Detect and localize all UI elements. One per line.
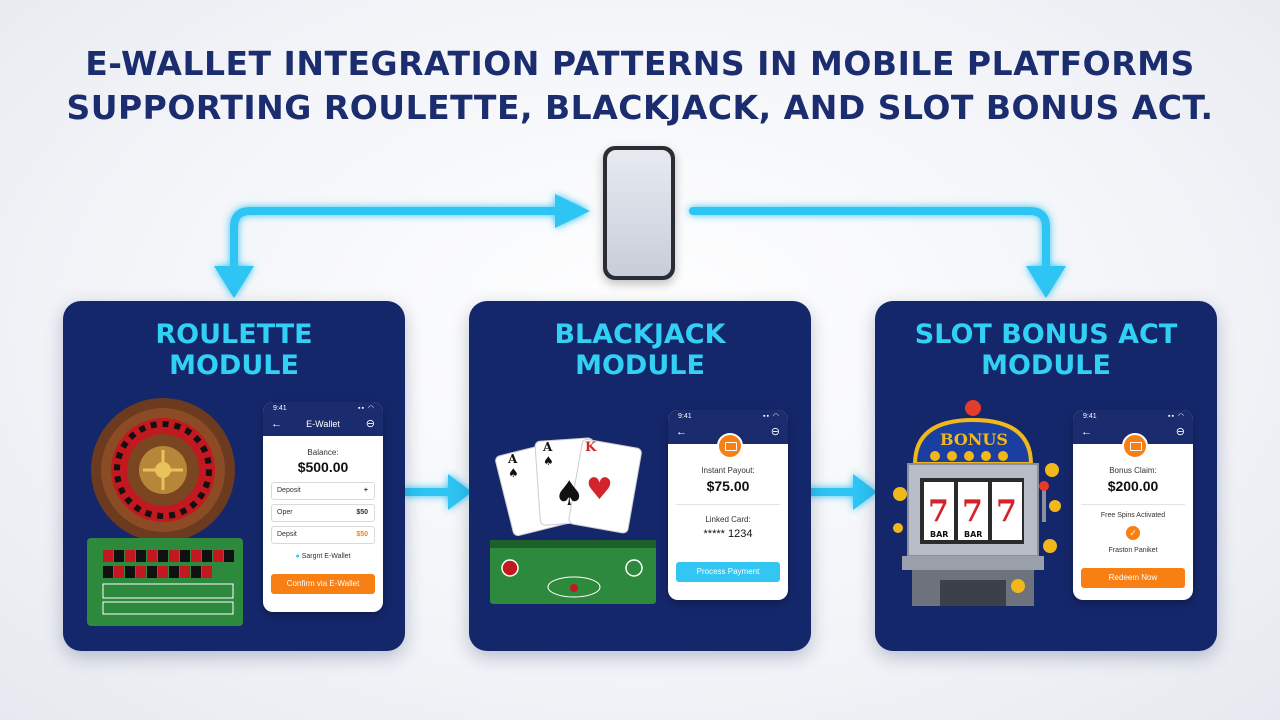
menu-circle-icon[interactable]: ⊖ — [1175, 426, 1185, 438]
linked-card-label: Linked Card: — [705, 515, 751, 524]
roulette-wheel-and-table-icon — [87, 398, 243, 626]
arrowhead-roulette — [214, 266, 254, 298]
roulette-module-title: ROULETTE MODULE — [155, 319, 313, 381]
signal-icon: ▪▪ ◠ — [762, 413, 780, 420]
roulette-ewallet-phone: 9:41 ▪▪ ◠ ← E-Wallet ⊖ Balance: $500.00 … — [263, 402, 383, 612]
spade-icon: ♠ — [543, 454, 554, 468]
page-title-line-2: SUPPORTING ROULETTE, BLACKJACK, AND SLOT… — [66, 88, 1214, 127]
ewallet-row-deposit[interactable]: Deposit+ — [271, 482, 375, 500]
phone-time: 9:41 — [1083, 413, 1097, 420]
instant-payout-label: Instant Payout: — [701, 466, 755, 475]
menu-circle-icon[interactable]: ⊖ — [770, 426, 780, 438]
menu-circle-icon[interactable]: ⊖ — [365, 418, 375, 430]
arrowhead-to-blackjack — [448, 474, 472, 510]
spade-icon-large: ♠ — [554, 474, 585, 514]
smartphone-icon — [603, 146, 675, 280]
blackjack-cards-and-table-icon — [490, 437, 656, 604]
arrow-phone-to-roulette — [230, 207, 579, 284]
shield-icon: ● — [295, 553, 300, 560]
arrow-phone-to-slot — [689, 207, 1050, 284]
phone-header: E-Wallet — [306, 419, 340, 429]
blackjack-payout-phone: 9:41 ▪▪ ◠ ← ⊖ Instant Payout: $75.00 Lin… — [668, 410, 788, 600]
wallet-badge-icon — [1122, 433, 1148, 459]
slot-reel-3: 7 — [996, 494, 1017, 529]
free-spins-status: Free Spins Activated — [1100, 512, 1166, 519]
redeem-now-button[interactable]: Redeem Now — [1081, 568, 1185, 588]
fraston-paniket-text: Fraston Paniket — [1108, 547, 1158, 554]
card-rank-a-1: A — [508, 452, 518, 466]
process-payment-button[interactable]: Process Payment — [676, 562, 780, 582]
secure-ewallet-text: ● Sargnt E-Wallet — [295, 553, 351, 560]
spade-icon: ♠ — [508, 466, 519, 480]
slot-reel-2: 7 — [962, 494, 983, 529]
ewallet-row-depsit[interactable]: Depsit$50 — [271, 526, 375, 544]
card-rank-k: K — [585, 440, 597, 455]
slot-bonus-phone: 9:41 ▪▪ ◠ ← ⊖ Bonus Claim: $200.00 Free … — [1073, 410, 1193, 600]
card-rank-a-2: A — [543, 440, 553, 454]
arrowhead-slot — [1026, 266, 1066, 298]
page-title-line-1: E-WALLET INTEGRATION PATTERNS IN MOBILE … — [85, 44, 1195, 83]
phone-time: 9:41 — [273, 405, 287, 412]
balance-label: Balance: — [307, 448, 339, 457]
blackjack-module-title: BLACKJACK MODULE — [554, 319, 726, 381]
confirm-ewallet-button[interactable]: Confirm via E-Wallet — [271, 574, 375, 594]
bonus-amount: $200.00 — [1107, 478, 1159, 494]
bonus-sign-text: BONUS — [940, 430, 1008, 449]
heart-icon: ♥ — [586, 472, 613, 507]
balance-amount: $500.00 — [297, 459, 349, 475]
arrowhead-top-right — [555, 194, 590, 228]
signal-icon: ▪▪ ◠ — [357, 405, 375, 412]
arrowhead-to-slot-card — [853, 474, 877, 510]
wallet-badge-icon — [717, 433, 743, 459]
slot-reel-1: 7 — [928, 494, 949, 529]
slot-machine-icon — [893, 400, 1061, 606]
payout-amount: $75.00 — [706, 478, 750, 494]
back-arrow-icon[interactable]: ← — [271, 418, 282, 430]
slot-reel-bar-2: BAR — [964, 530, 983, 539]
phone-time: 9:41 — [678, 413, 692, 420]
ewallet-row-oper[interactable]: Oper$50 — [271, 504, 375, 522]
check-icon: ✓ — [1126, 526, 1140, 540]
back-arrow-icon[interactable]: ← — [676, 426, 687, 438]
slot-reel-bar-1: BAR — [930, 530, 949, 539]
back-arrow-icon[interactable]: ← — [1081, 426, 1092, 438]
signal-icon: ▪▪ ◠ — [1167, 413, 1185, 420]
bonus-claim-label: Bonus Claim: — [1109, 466, 1157, 475]
slot-module-title: SLOT BONUS ACT MODULE — [914, 319, 1178, 381]
linked-card-number: ***** 1234 — [703, 528, 753, 540]
